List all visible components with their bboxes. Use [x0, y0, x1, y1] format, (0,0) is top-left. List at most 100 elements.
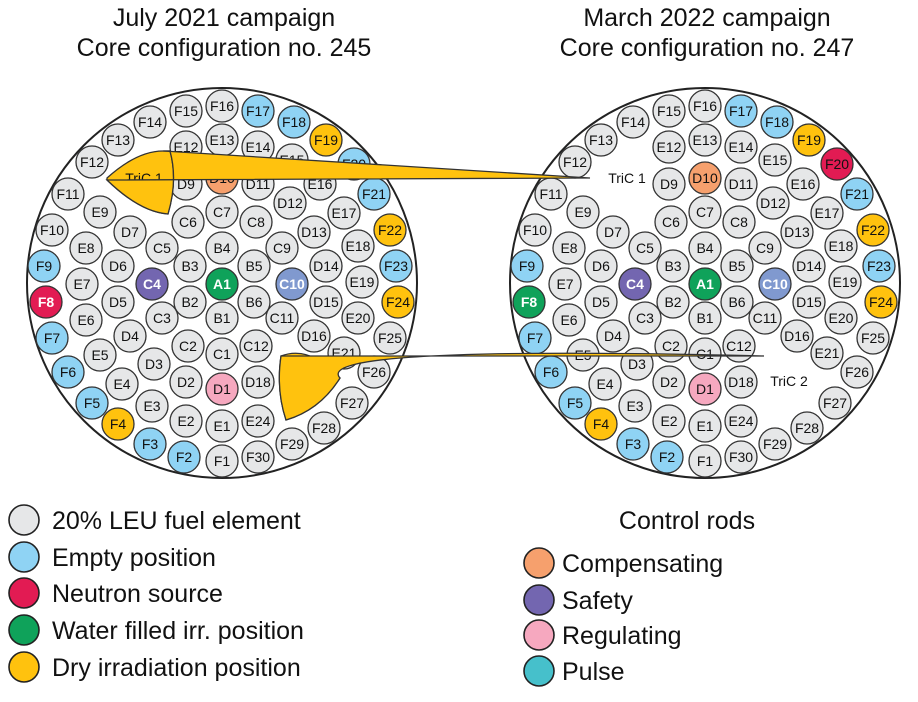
- position-circle: [618, 267, 652, 301]
- core-position-f11: F11: [534, 177, 568, 211]
- legend-item-water: Water filled irr. position: [8, 614, 304, 646]
- position-label: D3: [628, 356, 646, 372]
- position-circle: [760, 105, 794, 139]
- core-position-c3: C3: [628, 301, 662, 335]
- core-position-d14: D14: [792, 249, 826, 283]
- position-circle: [101, 285, 135, 319]
- position-label: C9: [756, 240, 774, 256]
- position-label: F13: [589, 132, 613, 148]
- position-circle: [862, 249, 896, 283]
- core-position-d3: D3: [620, 347, 654, 381]
- position-circle: [688, 444, 722, 478]
- core-position-d2: D2: [652, 365, 686, 399]
- position-label: F21: [845, 186, 869, 202]
- core-position-e3: E3: [135, 389, 169, 423]
- position-circle: [650, 440, 684, 474]
- core-position-c3: C3: [145, 301, 179, 335]
- core-position-d5: D5: [101, 285, 135, 319]
- position-circle: [205, 409, 239, 443]
- core-position-f10: F10: [35, 213, 69, 247]
- core-position-e2: E2: [169, 404, 203, 438]
- position-label: B6: [245, 294, 262, 310]
- core-position-d15: D15: [309, 285, 343, 319]
- position-label: F29: [763, 436, 787, 452]
- core-position-d7: D7: [113, 215, 147, 249]
- legend-swatch-regulating: [523, 619, 555, 651]
- position-label: C1: [213, 346, 231, 362]
- position-label: C4: [143, 276, 161, 292]
- legend-label-empty: Empty position: [52, 544, 216, 572]
- core-position-f30: F30: [724, 440, 758, 474]
- core-position-d6: D6: [584, 249, 618, 283]
- position-label: C2: [179, 338, 197, 354]
- position-circle: [748, 231, 782, 265]
- position-label: E1: [696, 418, 713, 434]
- core-position-f23: F23: [379, 249, 413, 283]
- legend-label-fuel: 20% LEU fuel element: [52, 507, 301, 535]
- position-circle: [205, 231, 239, 265]
- core-position-f9: F9: [27, 249, 61, 283]
- core-position-c11: C11: [265, 301, 299, 335]
- core-position-c2: C2: [654, 329, 688, 363]
- tric-1-label: TriC 1: [608, 170, 646, 186]
- position-label: C3: [636, 310, 654, 326]
- position-circle: [341, 229, 375, 263]
- core-position-f4: F4: [101, 407, 135, 441]
- position-label: F26: [845, 364, 869, 380]
- position-circle: [584, 249, 618, 283]
- position-circle: [135, 267, 169, 301]
- position-label: E20: [829, 310, 854, 326]
- position-circle: [239, 205, 273, 239]
- position-label: F25: [861, 330, 885, 346]
- position-label: E24: [729, 413, 754, 429]
- position-label: B3: [181, 258, 198, 274]
- position-label: D6: [109, 258, 127, 274]
- position-label: D18: [728, 374, 754, 390]
- position-circle: [265, 231, 299, 265]
- position-circle: [373, 213, 407, 247]
- core-position-e9: E9: [566, 195, 600, 229]
- position-label: F22: [378, 222, 402, 238]
- position-circle: [856, 213, 890, 247]
- core-position-c6: C6: [654, 205, 688, 239]
- position-label: E4: [113, 376, 130, 392]
- position-label: F2: [659, 449, 676, 465]
- core-position-f8: F8: [29, 285, 63, 319]
- position-circle: [373, 321, 407, 355]
- core-position-c8: C8: [722, 205, 756, 239]
- core-position-a1: A1: [688, 267, 722, 301]
- position-label: C8: [730, 214, 748, 230]
- position-label: E2: [660, 413, 677, 429]
- right-title-line-2: Core configuration no. 247: [560, 34, 855, 62]
- position-label: C5: [153, 240, 171, 256]
- position-circle: [652, 365, 686, 399]
- core-position-c8: C8: [239, 205, 273, 239]
- position-circle: [720, 285, 754, 319]
- core-position-c2: C2: [171, 329, 205, 363]
- position-label: F29: [280, 436, 304, 452]
- position-circle: [722, 205, 756, 239]
- position-label: E24: [246, 413, 271, 429]
- core-position-c1: C1: [205, 337, 239, 371]
- position-circle: [205, 195, 239, 229]
- legend-item-pulse: Pulse: [523, 655, 625, 687]
- core-position-c12: C12: [722, 329, 756, 363]
- position-circle: [173, 285, 207, 319]
- position-circle: [35, 321, 69, 355]
- position-circle: [69, 303, 103, 337]
- core-position-e24: E24: [724, 404, 758, 438]
- position-circle: [552, 303, 586, 337]
- position-label: E8: [560, 240, 577, 256]
- position-label: C12: [243, 338, 269, 354]
- position-label: C7: [696, 204, 714, 220]
- tric-1-shape: [105, 150, 591, 215]
- position-label: F4: [110, 416, 127, 432]
- position-label: B4: [213, 240, 230, 256]
- position-label: F25: [378, 330, 402, 346]
- position-circle: [864, 285, 898, 319]
- core-position-d13: D13: [780, 215, 814, 249]
- position-circle: [137, 347, 171, 381]
- legend-item-compensating: Compensating: [523, 547, 723, 579]
- position-label: F17: [729, 103, 753, 119]
